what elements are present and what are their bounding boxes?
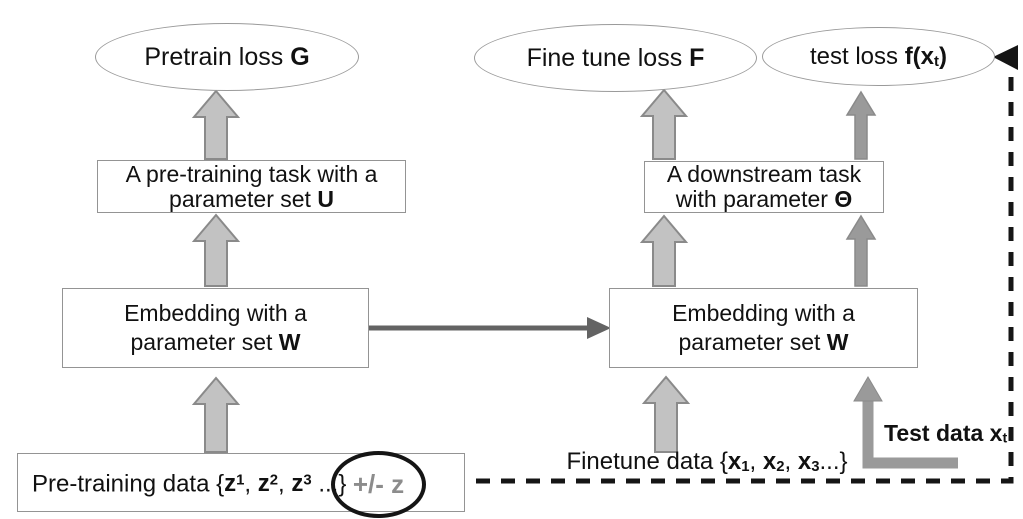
downstream-task-line1: A downstream task <box>666 161 862 187</box>
dark-arrow-downstream-to-test-loss <box>845 90 877 160</box>
embedding-left-box: Embedding with a parameter set W <box>62 288 369 368</box>
dashed-feedback-path <box>451 68 1014 484</box>
finetune-data-label: Finetune data {x1, x2, x3...} <box>566 448 848 475</box>
downstream-task-line2: with parameter Θ <box>675 186 853 212</box>
finetune-loss-ellipse: Fine tune loss F <box>474 24 757 92</box>
embedding-right-line2: parameter set W <box>678 329 849 355</box>
test-loss-label: test loss f(xt) <box>809 42 947 70</box>
embedding-transfer-arrowhead <box>587 317 611 339</box>
dark-arrow-embedding-to-downstream <box>845 214 877 287</box>
perturbation-ellipse: +/- z <box>331 451 426 518</box>
test-data-elbow-arrow <box>862 400 958 469</box>
test-data-label: Test data xt <box>884 420 1008 447</box>
finetune-loss-label: Fine tune loss F <box>526 43 705 72</box>
pretrain-task-box: A pre-training task with a parameter set… <box>97 160 406 213</box>
pretrain-task-line1: A pre-training task with a <box>125 160 378 187</box>
block-arrow-finetune-data-to-embedding <box>641 375 691 453</box>
pretrain-loss-label: Pretrain loss G <box>144 42 310 71</box>
block-arrow-embedding-to-pretrain-task <box>191 213 241 287</box>
pretrain-task-line2: parameter set U <box>169 185 334 212</box>
pretrain-loss-ellipse: Pretrain loss G <box>95 23 359 91</box>
embedding-left-line1: Embedding with a <box>124 300 307 326</box>
block-arrow-pretrain-task-to-loss <box>191 89 241 160</box>
block-arrow-pretrain-data-to-embedding <box>191 376 241 453</box>
embedding-right-box: Embedding with a parameter set W <box>609 288 918 368</box>
test-data-arrowhead <box>853 376 883 402</box>
block-arrow-downstream-to-finetune-loss <box>639 88 689 160</box>
embedding-left-line2: parameter set W <box>130 329 301 355</box>
embedding-right-line1: Embedding with a <box>672 300 855 326</box>
downstream-task-box: A downstream task with parameter Θ <box>644 161 884 213</box>
block-arrow-embedding-to-downstream <box>639 214 689 287</box>
test-loss-ellipse: test loss f(xt) <box>762 27 995 86</box>
perturbation-label: +/- z <box>352 469 405 499</box>
dashed-path-arrowhead <box>993 45 1018 70</box>
pretrain-data-label: Pre-training data {z1, z2, z3 ...} <box>32 470 347 498</box>
